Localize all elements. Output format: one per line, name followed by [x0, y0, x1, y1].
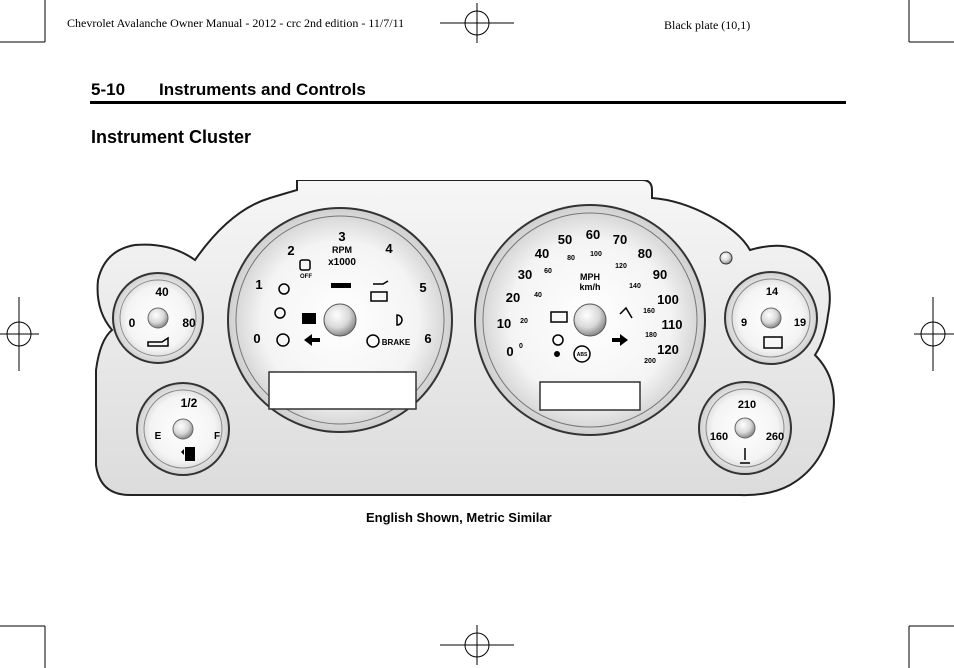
tach-label-3: 3	[338, 229, 345, 244]
section-title: Instruments and Controls	[159, 80, 366, 99]
kmh-60: 60	[544, 268, 552, 275]
coolant-icon	[740, 448, 750, 464]
plate-label: Black plate (10,1)	[664, 18, 751, 32]
kmh-100: 100	[590, 251, 602, 258]
mph-30: 30	[518, 267, 532, 282]
mph-50: 50	[558, 232, 572, 247]
kmh-180: 180	[645, 332, 657, 339]
mph-80: 80	[638, 246, 652, 261]
tach-label-6: 6	[424, 331, 431, 346]
mph-100: 100	[657, 292, 679, 307]
speedo-unit-kmh: km/h	[579, 282, 600, 292]
left-turn-arrow-icon	[304, 334, 320, 346]
kmh-20: 20	[520, 318, 528, 325]
figure-caption: English Shown, Metric Similar	[366, 510, 552, 525]
mph-70: 70	[613, 232, 627, 247]
oil-label-0: 0	[129, 316, 136, 330]
airbag-icon	[554, 351, 560, 357]
section-heading: 5-10 Instruments and Controls	[91, 80, 366, 100]
stability-icon	[274, 307, 286, 319]
mph-40: 40	[535, 246, 549, 261]
mph-120: 120	[657, 342, 679, 357]
oil-label-40: 40	[155, 285, 169, 299]
driver-info-display-left	[268, 371, 417, 410]
mph-10: 10	[497, 316, 511, 331]
seatbelt-icon	[619, 306, 633, 319]
volt-label-9: 9	[741, 317, 747, 329]
kmh-0: 0	[519, 343, 523, 350]
tachometer: 0 1 2 3 4 5 6 RPM x1000 OFF BRAKE	[227, 207, 453, 433]
cruise-icon	[331, 283, 351, 288]
kmh-140: 140	[629, 283, 641, 290]
coolant-temp-gauge: 210 160 260	[698, 381, 792, 475]
kmh-120: 120	[615, 263, 627, 270]
mph-0: 0	[506, 344, 513, 359]
fuel-gauge: 1/2 E F	[136, 382, 230, 476]
right-turn-arrow-icon	[612, 334, 628, 346]
temp-label-260: 260	[766, 431, 784, 443]
tach-label-2: 2	[287, 243, 294, 258]
fuel-label-half: 1/2	[181, 396, 198, 410]
fuel-pump-icon	[181, 447, 195, 461]
driver-info-display-right	[539, 381, 641, 411]
temp-label-210: 210	[738, 399, 756, 411]
volt-label-14: 14	[766, 286, 779, 298]
fuel-label-full: F	[214, 431, 220, 442]
kmh-40: 40	[534, 292, 542, 299]
brake-label: BRAKE	[382, 338, 411, 347]
oil-warning-icon	[373, 280, 389, 285]
tach-unit-x1000: x1000	[328, 257, 356, 268]
mph-90: 90	[653, 267, 667, 282]
temp-label-160: 160	[710, 431, 728, 443]
traction-off-label: OFF	[300, 274, 312, 280]
kmh-200: 200	[644, 358, 656, 365]
running-header: Chevrolet Avalanche Owner Manual - 2012 …	[67, 16, 405, 30]
security-lock-icon	[302, 313, 316, 324]
speedo-unit-mph: MPH	[580, 272, 600, 282]
voltmeter: 14 9 19	[724, 271, 818, 365]
battery-icon	[763, 336, 783, 349]
high-beam-icon	[396, 314, 403, 326]
tach-label-1: 1	[255, 277, 262, 292]
check-engine-icon	[370, 291, 388, 302]
oil-pressure-gauge: 40 0 80	[112, 272, 204, 364]
charging-icon	[550, 311, 568, 323]
volt-label-19: 19	[794, 317, 806, 329]
abs-label: ABS	[577, 352, 588, 358]
service-icon	[552, 334, 564, 346]
mph-60: 60	[586, 227, 600, 242]
section-number: 5-10	[91, 80, 126, 99]
kmh-80: 80	[567, 255, 575, 262]
traction-control-icon	[299, 259, 311, 271]
tach-label-4: 4	[385, 241, 393, 256]
fuel-label-empty: E	[155, 431, 162, 442]
mph-20: 20	[506, 290, 520, 305]
oil-can-icon	[147, 336, 169, 347]
brake-warning-icon	[366, 334, 380, 348]
tach-label-5: 5	[419, 280, 426, 295]
kmh-160: 160	[643, 308, 655, 315]
mph-110: 110	[662, 317, 683, 332]
headlamp-icon	[278, 283, 290, 295]
tach-unit-rpm: RPM	[332, 245, 352, 255]
oil-label-80: 80	[182, 316, 196, 330]
trip-reset-knob	[719, 251, 733, 265]
speedometer: 0 10 20 30 40 50 60 70 80 90 100 110 120…	[474, 204, 706, 436]
tach-label-0: 0	[253, 331, 260, 346]
instrument-cluster-illustration: 40 0 80 1/2 E F 0 1 2 3 4 5 6 RPM x1000 …	[95, 180, 835, 497]
abs-icon	[573, 345, 591, 363]
heading-rule	[90, 101, 846, 104]
tire-pressure-icon	[276, 333, 290, 347]
page-title: Instrument Cluster	[91, 127, 252, 147]
